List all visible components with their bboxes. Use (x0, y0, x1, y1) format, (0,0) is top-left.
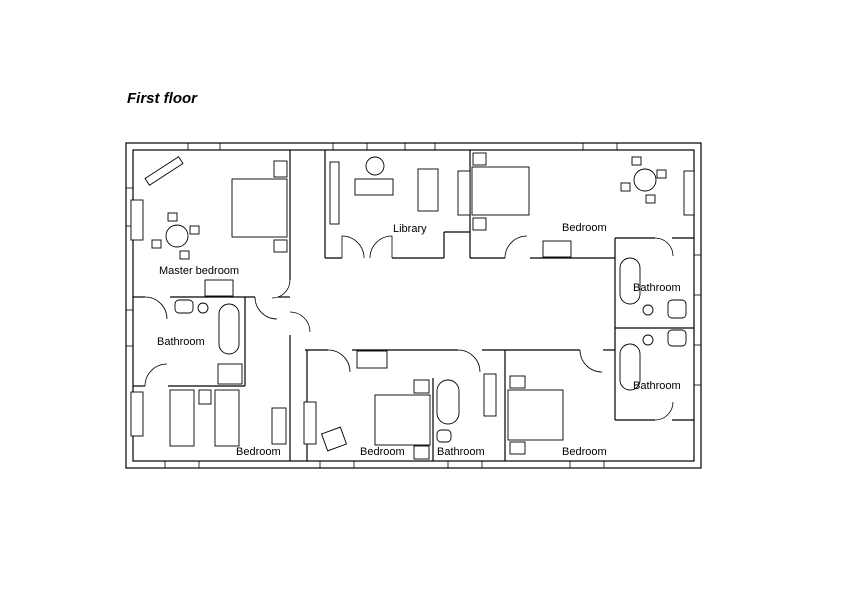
label-bedroom-s2: Bedroom (562, 446, 607, 458)
room-labels: Master bedroom Library Bedroom Bathroom … (157, 222, 681, 458)
label-bedroom-sw: Bedroom (236, 446, 281, 458)
furniture (130, 152, 695, 460)
plan-title: First floor (127, 90, 197, 107)
doors (144, 235, 674, 421)
label-bathroom-s: Bathroom (437, 446, 485, 458)
label-bathroom-e1: Bathroom (633, 282, 681, 294)
label-bathroom-w: Bathroom (157, 336, 205, 348)
label-bedroom-s1: Bedroom (360, 446, 405, 458)
label-bathroom-e2: Bathroom (633, 380, 681, 392)
label-master-bedroom: Master bedroom (159, 265, 239, 277)
exterior-walls (125, 142, 702, 469)
label-bedroom-ne: Bedroom (562, 222, 607, 234)
label-library: Library (393, 223, 427, 235)
